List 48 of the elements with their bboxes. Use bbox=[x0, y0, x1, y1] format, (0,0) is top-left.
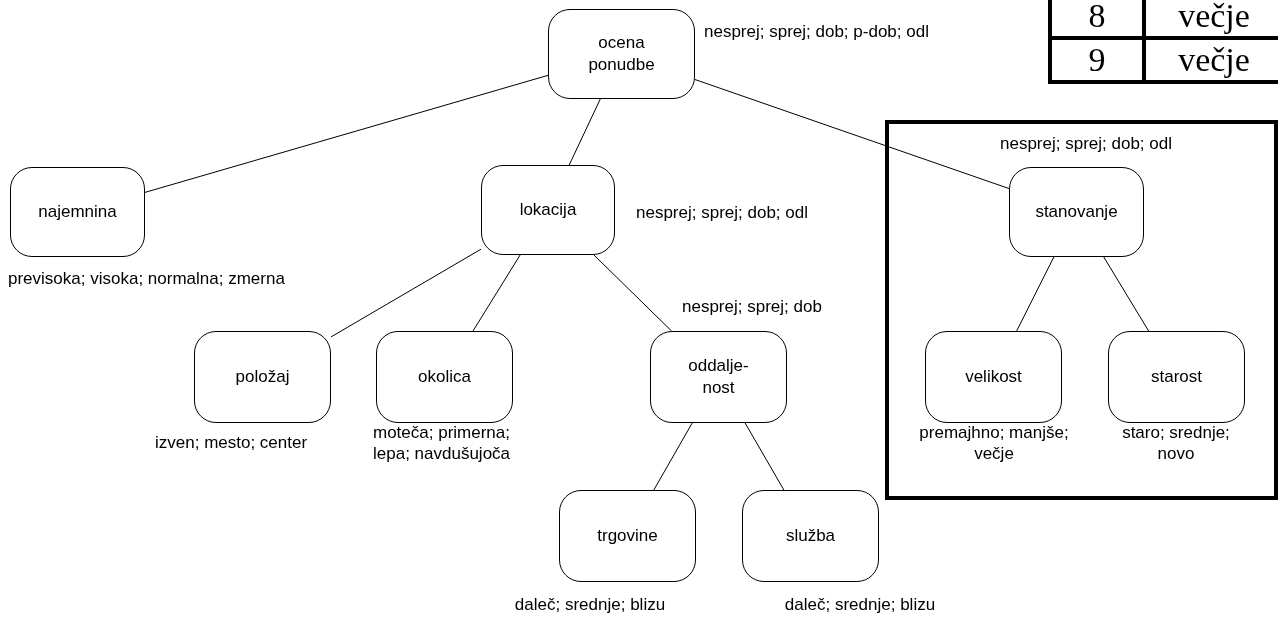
node-label: oddalje- nost bbox=[687, 355, 750, 399]
value-list: staro; srednje; novo bbox=[1111, 422, 1241, 464]
node-box bbox=[10, 167, 145, 257]
node-box bbox=[559, 490, 696, 582]
value-list: daleč; srednje; blizu bbox=[760, 594, 960, 615]
node-box bbox=[742, 490, 879, 582]
group-frame bbox=[885, 120, 1278, 500]
node-box bbox=[481, 165, 615, 255]
node-label: trgovine bbox=[596, 525, 659, 547]
node-label: okolica bbox=[417, 366, 472, 388]
node-label: služba bbox=[784, 525, 837, 547]
node-label: ocena ponudbe bbox=[587, 32, 656, 76]
value-list: nesprej; sprej; dob; odl bbox=[1000, 133, 1260, 154]
connector-line bbox=[1103, 256, 1150, 332]
node-box bbox=[376, 331, 513, 423]
table-cell: 8 bbox=[1052, 0, 1146, 40]
node-label: položaj bbox=[234, 366, 291, 388]
value-list: daleč; srednje; blizu bbox=[490, 594, 690, 615]
node-label: najemnina bbox=[37, 201, 118, 223]
node-label: stanovanje bbox=[1034, 201, 1119, 223]
node-box bbox=[1108, 331, 1245, 423]
connector-line bbox=[1016, 256, 1055, 332]
node-box bbox=[1009, 167, 1144, 257]
table-cell: 9 bbox=[1052, 40, 1146, 80]
connector-line bbox=[744, 422, 785, 491]
value-list: nesprej; sprej; dob bbox=[682, 296, 882, 317]
value-list: previsoka; visoka; normalna; zmerna bbox=[8, 268, 398, 289]
connector-line bbox=[694, 79, 1010, 190]
connector-line bbox=[144, 74, 549, 193]
connector-line bbox=[653, 422, 693, 491]
node-label: velikost bbox=[964, 366, 1023, 388]
value-list: izven; mesto; center bbox=[155, 432, 375, 453]
value-list: premajhno; manjše; večje bbox=[919, 422, 1069, 464]
table-cell-text: večje bbox=[1177, 40, 1251, 80]
node-box bbox=[548, 9, 695, 99]
connector-line bbox=[330, 248, 482, 338]
value-list: nesprej; sprej; dob; odl bbox=[636, 202, 896, 223]
node-label: lokacija bbox=[518, 199, 578, 221]
value-list: nesprej; sprej; dob; p-dob; odl bbox=[704, 21, 1004, 42]
connector-line bbox=[593, 254, 673, 332]
node-label: starost bbox=[1150, 366, 1203, 388]
node-box bbox=[194, 331, 331, 423]
node-box bbox=[650, 331, 787, 423]
node-box bbox=[925, 331, 1062, 423]
connector-line bbox=[568, 98, 601, 166]
value-list: moteča; primerna; lepa; navdušujoča bbox=[373, 422, 548, 464]
table-cell: večje bbox=[1146, 0, 1278, 40]
connector-line bbox=[472, 254, 521, 332]
